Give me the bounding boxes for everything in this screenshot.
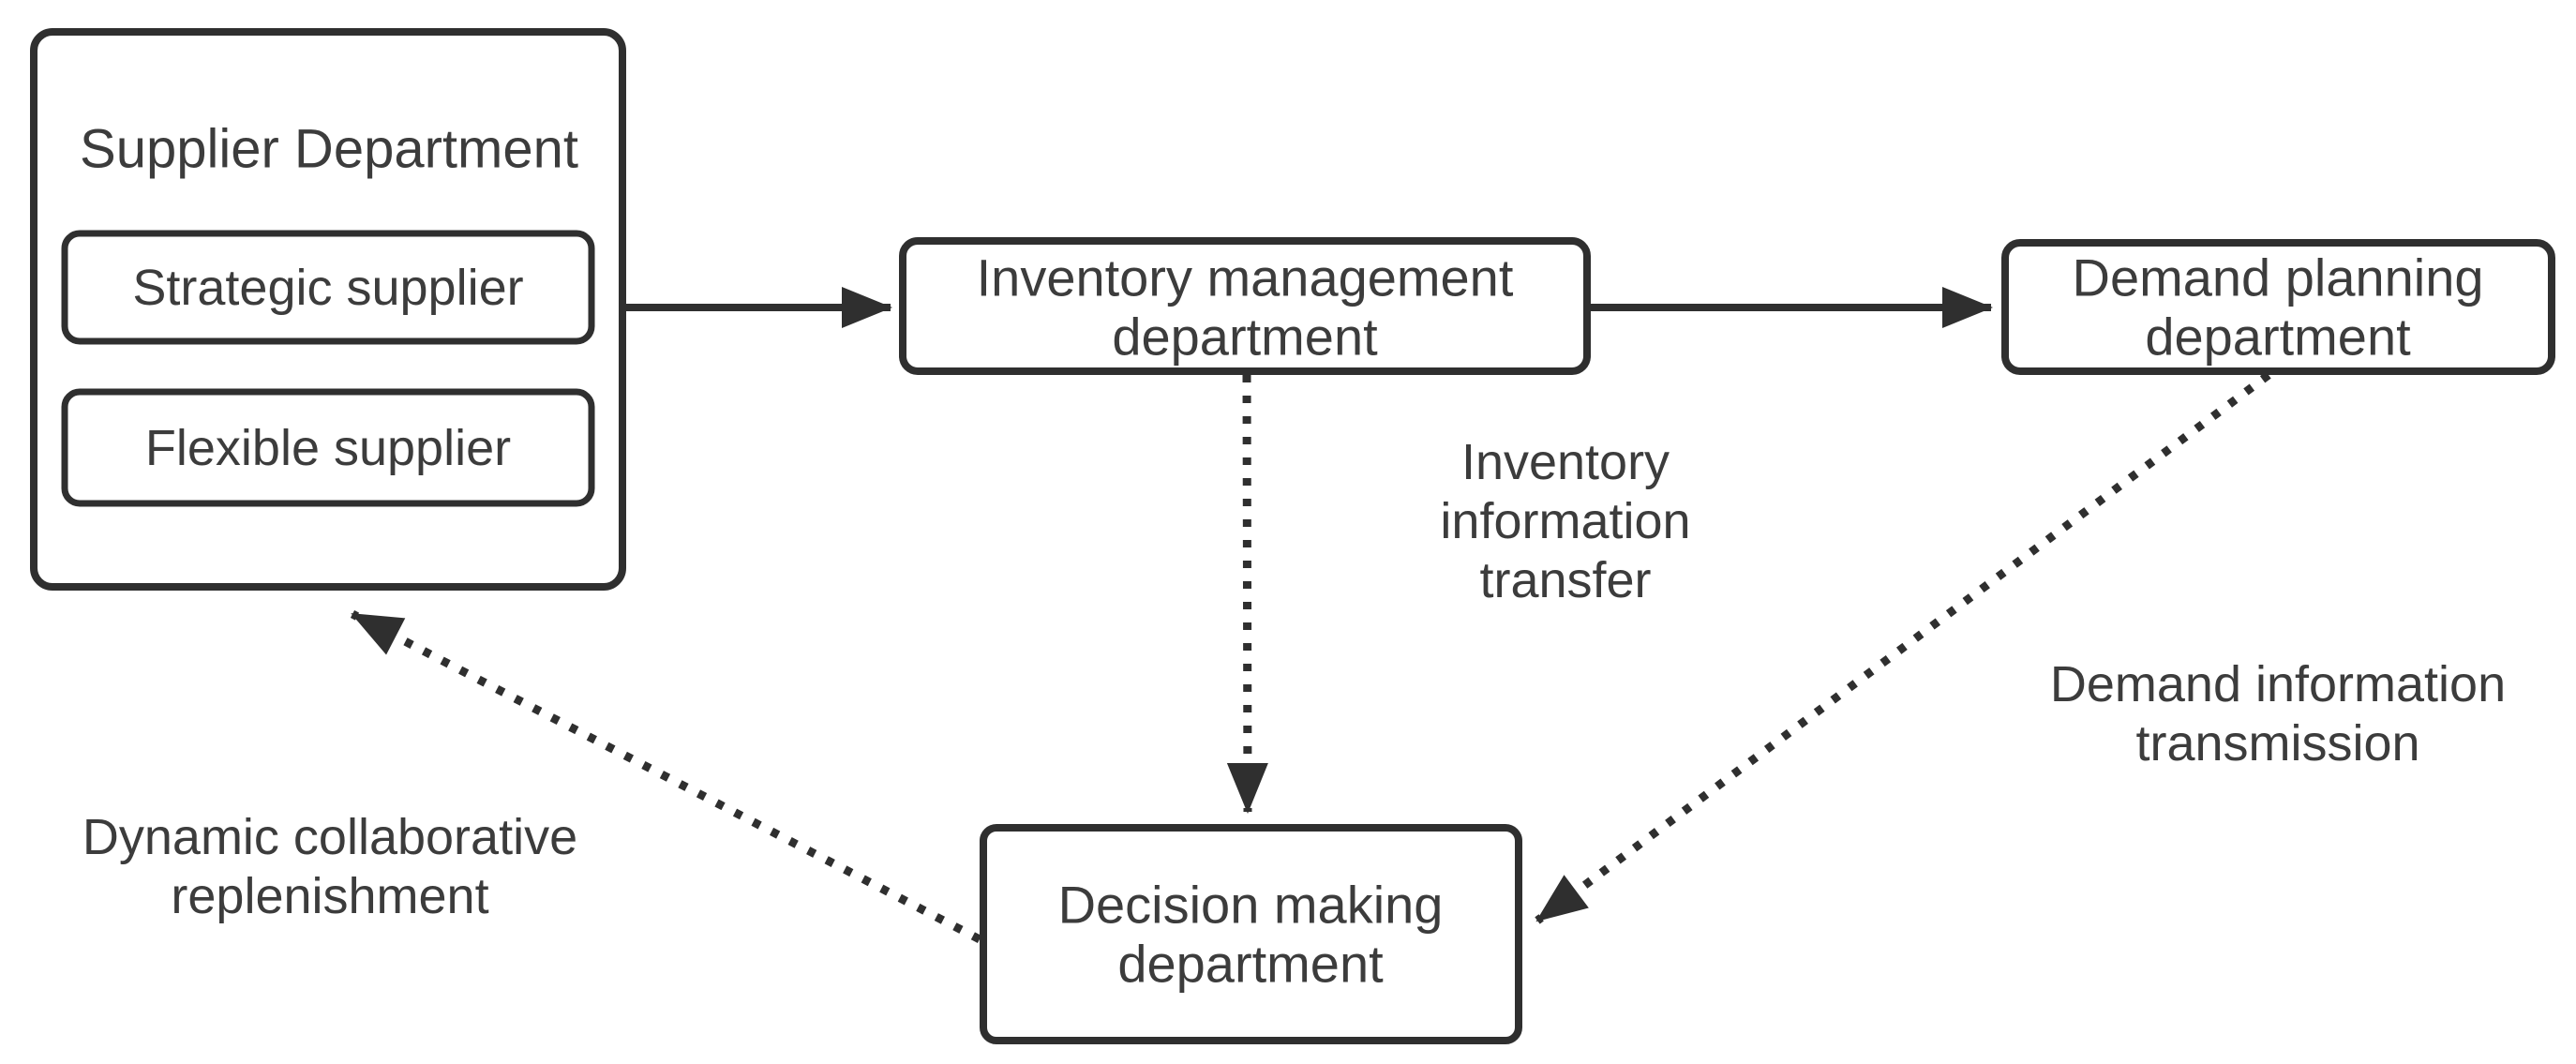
label-dynamic-collaborative-replenishment-line2: replenishment (171, 868, 488, 924)
strategic-supplier-box (61, 230, 595, 345)
decision-making-label-line1: Decision making (1058, 876, 1444, 935)
label-inventory-information-transfer-line3: transfer (1479, 552, 1651, 608)
decision-making-box (980, 824, 1522, 1044)
label-demand-information-transmission-line2: transmission (2135, 715, 2419, 772)
dotted-arrow-demand-to-decision (1535, 371, 2271, 924)
label-demand-information-transmission-line1: Demand information (2050, 656, 2506, 712)
demand-planning-box (2001, 239, 2555, 375)
label-dynamic-collaborative-replenishment-line1: Dynamic collaborative (82, 809, 577, 865)
demand-planning-label-line1: Demand planning (2073, 248, 2484, 307)
decision-making-label-line2: department (1117, 935, 1384, 994)
inventory-management-box (899, 237, 1591, 375)
flexible-supplier-label: Flexible supplier (145, 420, 511, 476)
inventory-management-label-line2: department (1112, 307, 1378, 367)
label-inventory-information-transfer-line2: information (1440, 493, 1690, 549)
label-inventory-information-transfer-line1: Inventory (1461, 434, 1670, 490)
demand-planning-label-line2: department (2145, 307, 2411, 367)
dotted-arrow-decision-to-supplier (350, 610, 982, 943)
strategic-supplier-label: Strategic supplier (132, 260, 523, 316)
inventory-management-label-line1: Inventory management (977, 248, 1514, 307)
dotted-arrow-inventory-to-decision (1226, 374, 1268, 814)
flexible-supplier-box (61, 388, 595, 507)
supplier-department-title: Supplier Department (80, 119, 578, 180)
